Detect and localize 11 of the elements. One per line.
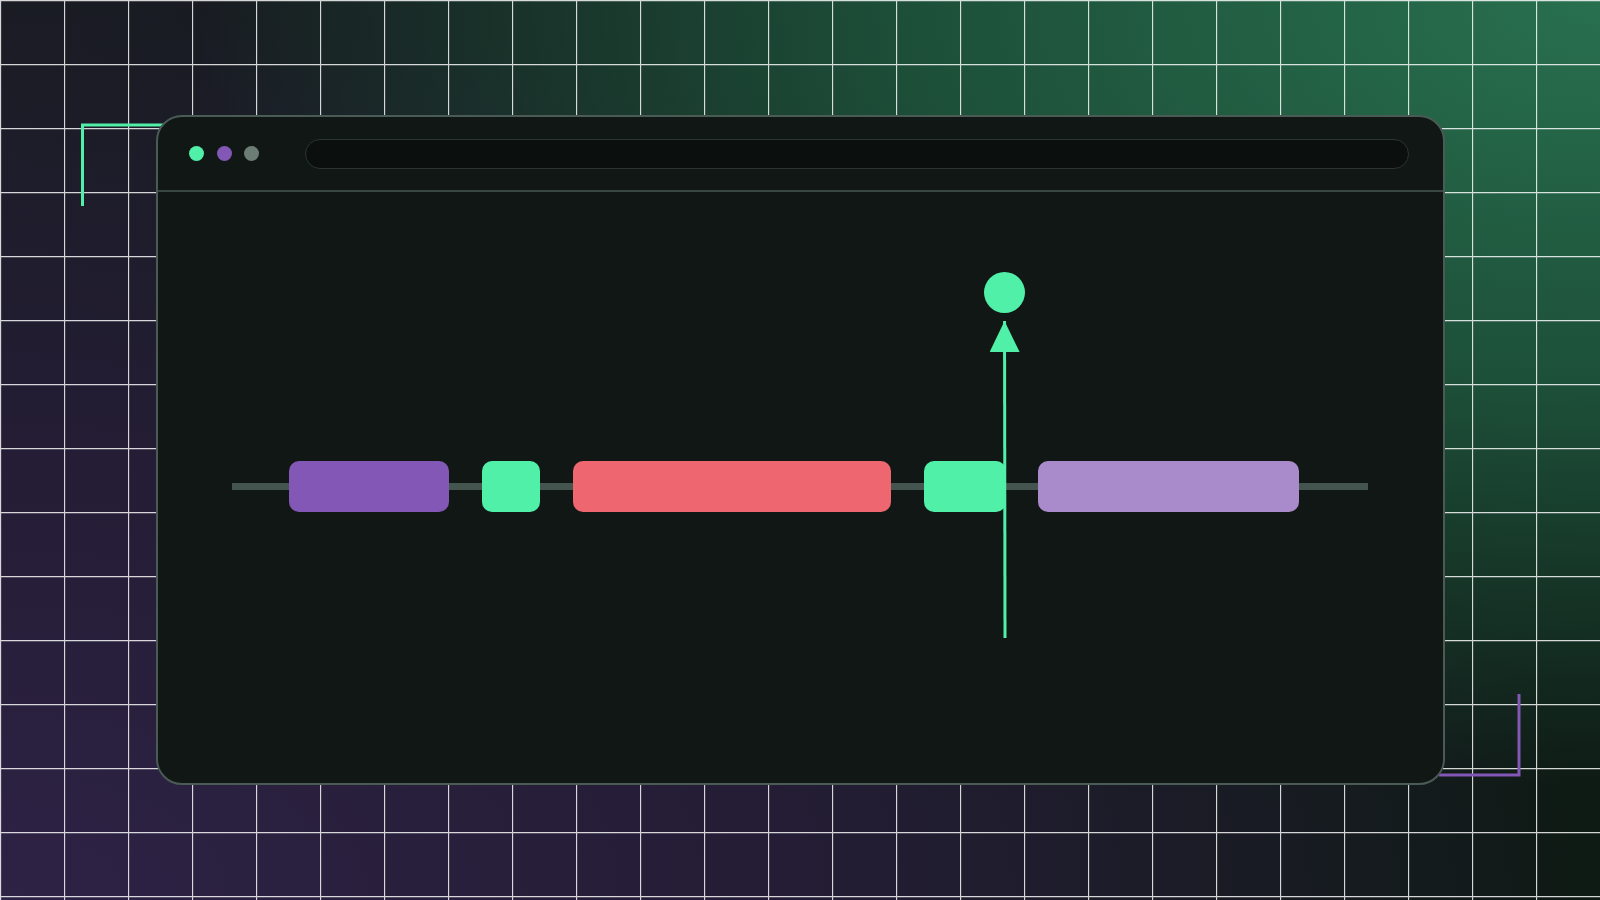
timeline-segment <box>289 461 449 512</box>
track-line <box>1006 483 1038 490</box>
browser-window <box>156 115 1445 785</box>
timeline-segment <box>482 461 540 512</box>
track-line <box>891 483 924 490</box>
track-line <box>540 483 573 490</box>
timeline-segment <box>1038 461 1299 512</box>
track-line <box>449 483 482 490</box>
arrow <box>989 321 1020 638</box>
timeline-segment <box>924 461 1006 512</box>
timeline-segment <box>573 461 891 512</box>
